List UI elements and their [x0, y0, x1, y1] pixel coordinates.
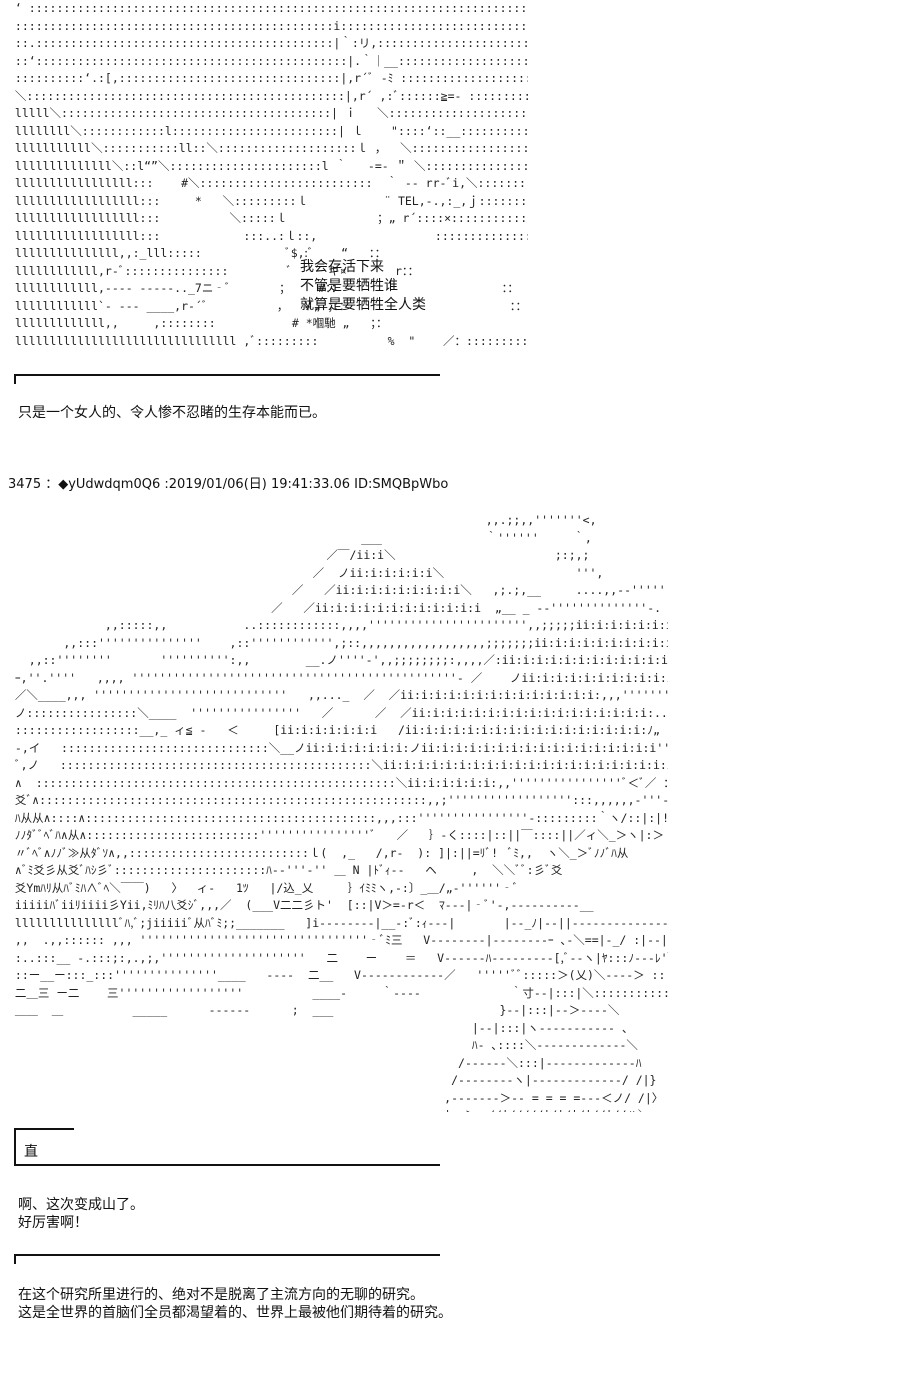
ascii-art-woman-rubble: ‘ ::::::::::::::::::::::::::::::::::::::…	[14, 1, 528, 348]
caption-box-rule	[14, 374, 440, 376]
narration-caption: 只是一个女人的、令人惨不忍睹的生存本能而已。	[18, 405, 326, 421]
narration-box-tick	[14, 1254, 16, 1264]
narration-line-2: 这是全世界的首脑们全员都渴望着的、世界上最被他们期待着的研究。	[18, 1305, 452, 1321]
narration-line-1: 在这个研究所里进行的、绝对不是脱离了主流方向的无聊的研究。	[18, 1287, 424, 1303]
speech-line-1: 啊、这次变成山了。	[18, 1197, 144, 1213]
post-header: 3475 ：◆yUdwdqm0Q6 :2019/01/06(日) 19:41:3…	[8, 477, 449, 492]
narration-box-rule	[14, 1254, 440, 1256]
dialogue-line-3: 就算是要牺牲全人类	[300, 297, 426, 313]
speaker-name: 直	[24, 1144, 38, 1160]
speech-line-2: 好厉害啊！	[18, 1215, 88, 1231]
speaker-name-box: 直	[14, 1128, 74, 1164]
caption-box-tick	[14, 374, 16, 384]
dialogue-line-1: 我会存活下来	[300, 259, 384, 275]
ascii-art-mountain-figure: ,,.;;,,'''''''<, ___ ｀'''''' ｀, ／￣/ii:i＼…	[14, 513, 668, 1112]
speech-box-rule	[14, 1164, 440, 1166]
dialogue-line-2: 不管是要牺牲谁	[300, 278, 398, 294]
